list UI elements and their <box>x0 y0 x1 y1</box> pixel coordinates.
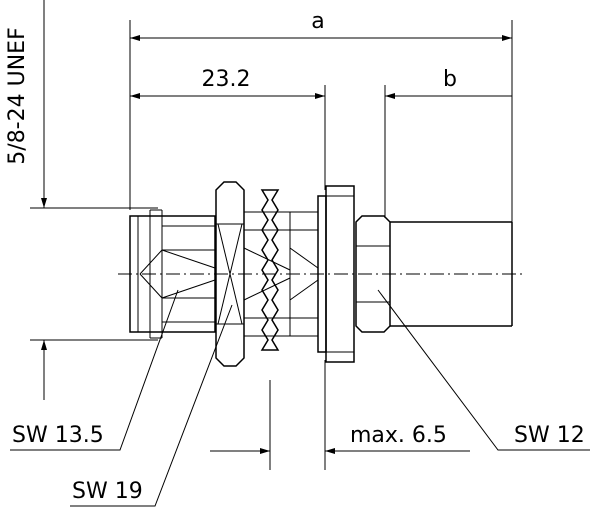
label-sw-12: SW 12 <box>514 423 585 448</box>
label-sw-13-5: SW 13.5 <box>12 423 104 448</box>
label-thread: 5/8-24 UNEF <box>5 27 30 164</box>
label-dim-23-2: 23.2 <box>202 67 251 92</box>
extension-lines <box>30 20 513 470</box>
label-dim-a: a <box>311 9 324 34</box>
label-sw-19: SW 19 <box>72 479 143 504</box>
label-dim-b: b <box>443 67 457 92</box>
leader-lines <box>10 289 590 507</box>
label-max-6-5: max. 6.5 <box>350 423 447 448</box>
